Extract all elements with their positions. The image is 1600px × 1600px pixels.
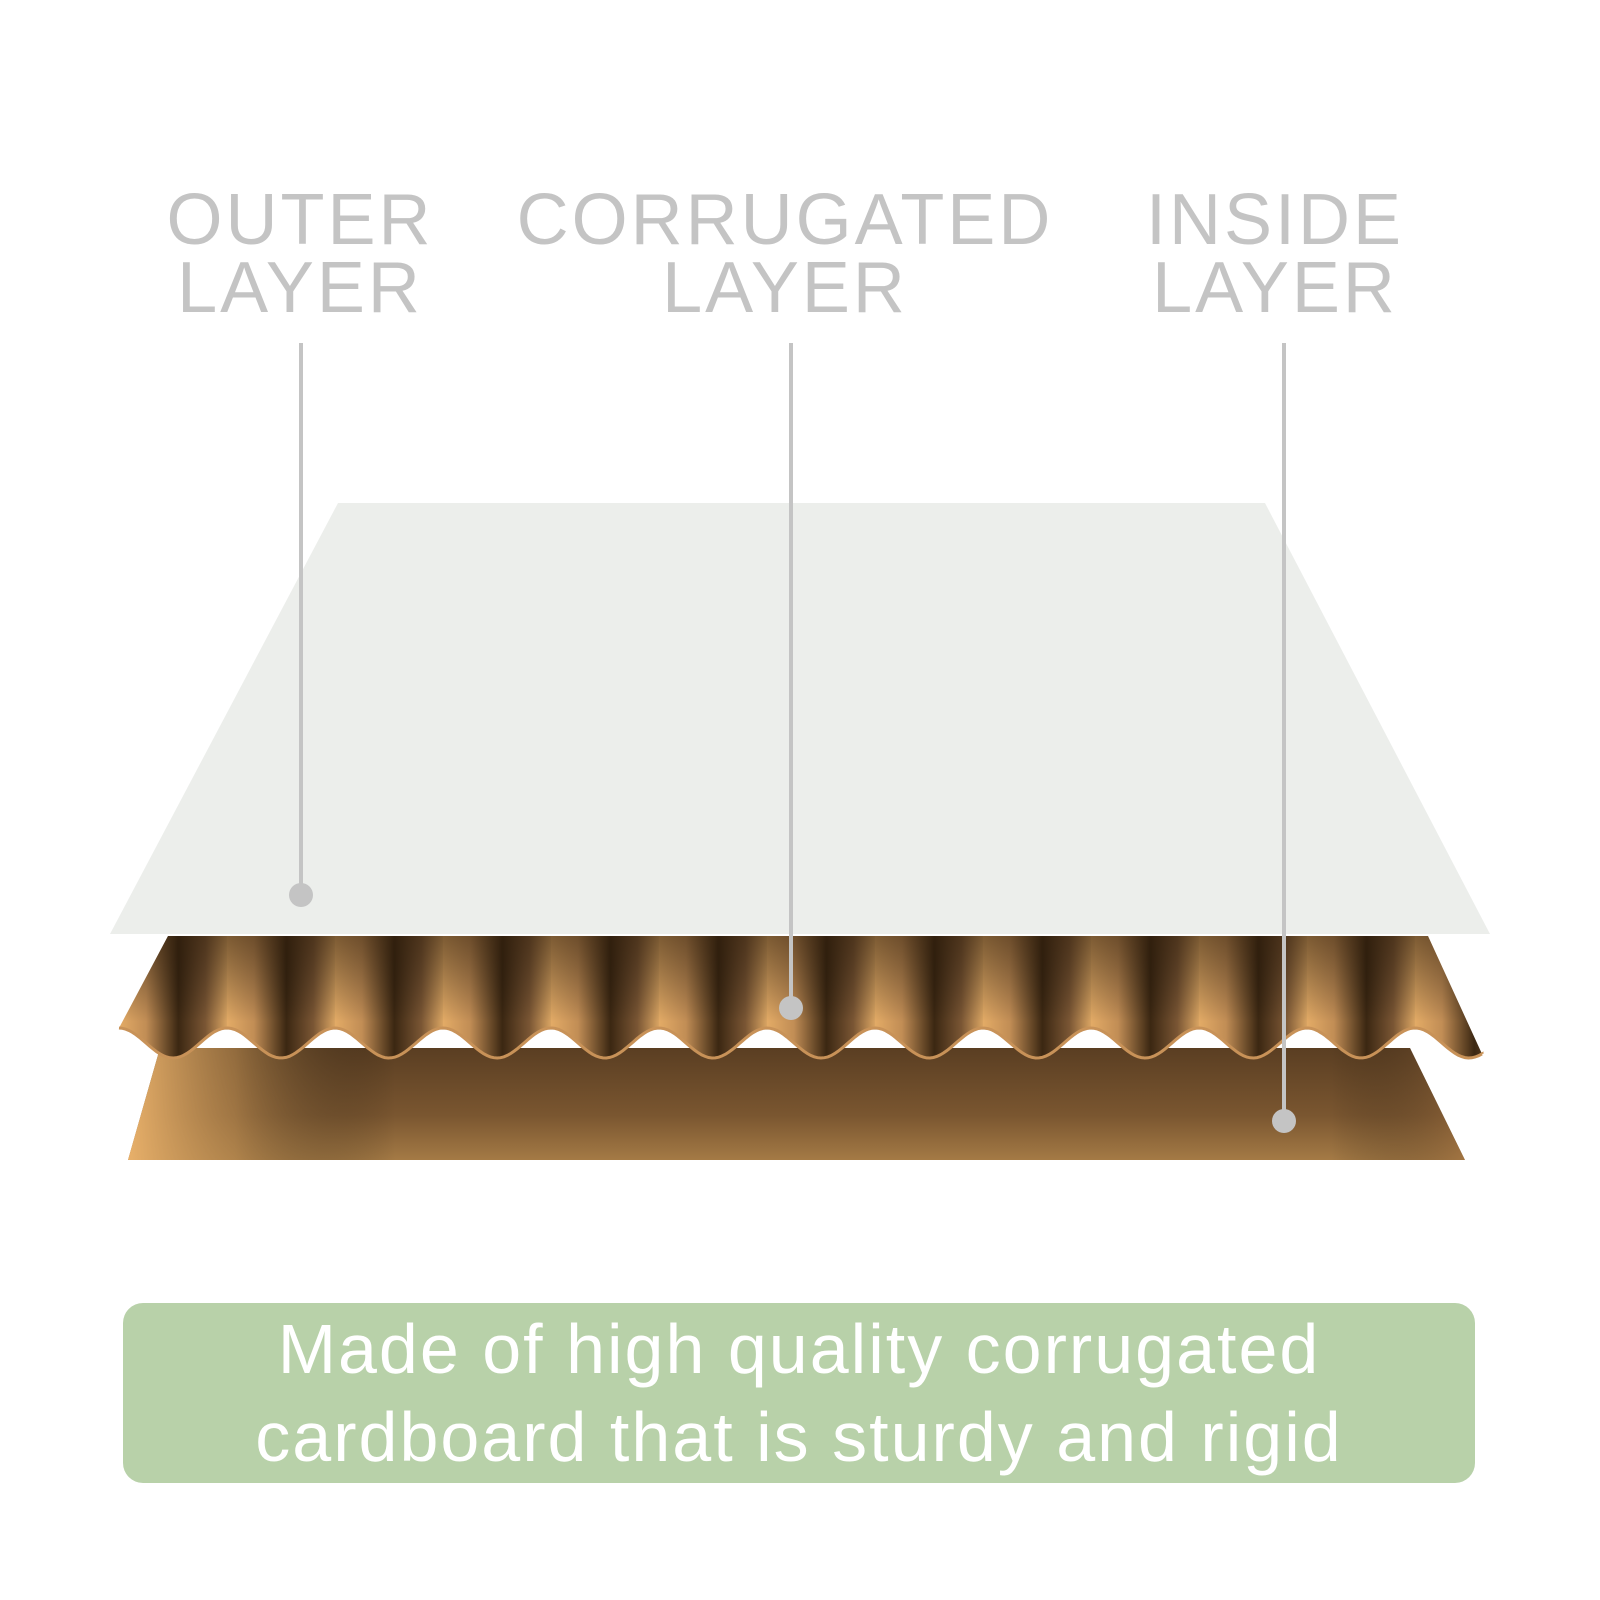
inside-layer-label: INSIDE LAYER [995, 180, 1555, 328]
inside-layer-label-line2: LAYER [1152, 248, 1398, 328]
outer-layer-marker-dot [289, 883, 313, 907]
corrugated-layer-label: CORRUGATED LAYER [505, 180, 1065, 328]
feature-banner-line2: cardboard that is sturdy and rigid [255, 1398, 1343, 1476]
inside-layer-marker-dot [1272, 1109, 1296, 1133]
outer-layer-label-line2: LAYER [177, 248, 423, 328]
corrugated-layer-edge [118, 1026, 1484, 1060]
inside-layer-label-line1: INSIDE [1145, 180, 1405, 260]
corrugated-layer-label-line2: LAYER [662, 248, 908, 328]
inside-layer-edge-shading [128, 1048, 1465, 1160]
corrugated-layer-shading [119, 936, 1482, 1058]
corrugated-layer-marker-dot [779, 996, 803, 1020]
corrugated-layer-label-line1: CORRUGATED [516, 180, 1054, 260]
outer-layer-label: OUTER LAYER [20, 180, 580, 328]
feature-banner: Made of high quality corrugated cardboar… [123, 1303, 1475, 1483]
feature-banner-line1: Made of high quality corrugated [277, 1310, 1321, 1388]
outer-layer-label-line1: OUTER [166, 180, 434, 260]
outer-layer-sheet [110, 503, 1490, 934]
